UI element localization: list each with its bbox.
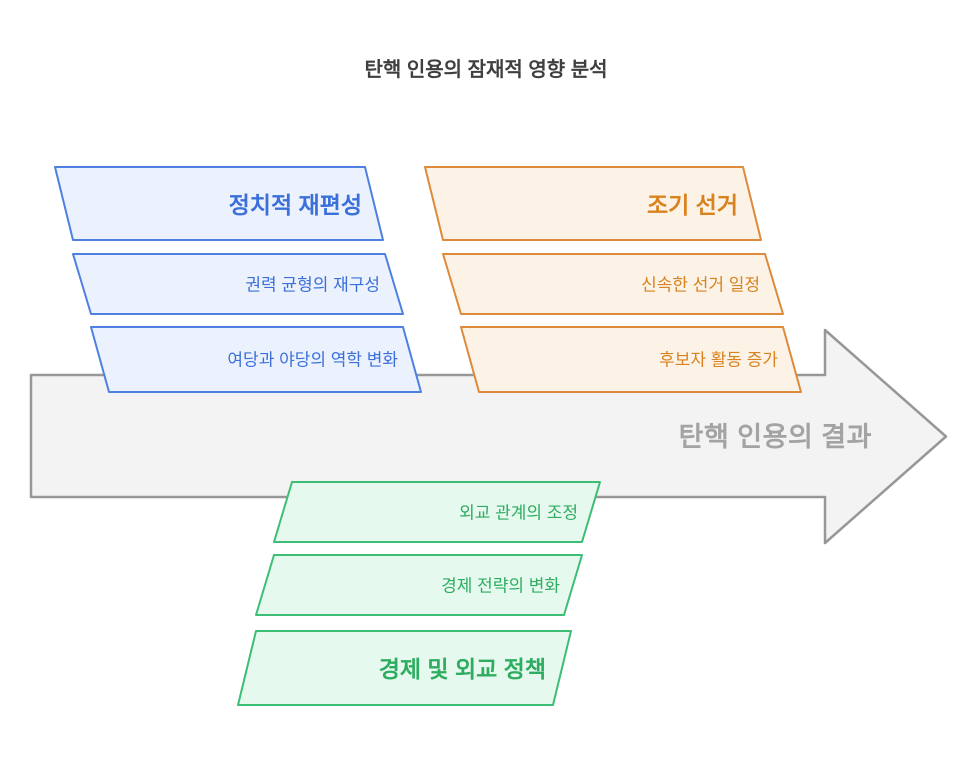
group-early-election: 조기 선거 신속한 선거 일정 후보자 활동 증가 bbox=[424, 166, 802, 393]
economy-item-2-box bbox=[255, 554, 583, 616]
economy-header-label: 경제 및 외교 정책 bbox=[379, 656, 546, 682]
economy-item-1-label: 외교 관계의 조정 bbox=[459, 504, 578, 523]
election-item-1-label: 신속한 선거 일정 bbox=[641, 276, 760, 295]
economy-item-2-label: 경제 전략의 변화 bbox=[441, 577, 560, 596]
economy-header-box bbox=[237, 630, 572, 706]
economy-item-1-box bbox=[273, 481, 601, 543]
political-header-box bbox=[54, 166, 384, 241]
group-economy-diplomacy: 외교 관계의 조정 경제 전략의 변화 경제 및 외교 정책 bbox=[237, 481, 601, 706]
political-item-1-label: 권력 균형의 재구성 bbox=[245, 276, 380, 295]
election-item-2-label: 후보자 활동 증가 bbox=[659, 351, 778, 370]
election-header-label: 조기 선거 bbox=[647, 192, 738, 218]
result-arrow-label: 탄핵 인용의 결과 bbox=[679, 422, 872, 452]
group-political-realignment: 정치적 재편성 권력 균형의 재구성 여당과 야당의 역학 변화 bbox=[54, 166, 422, 393]
election-item-1-box bbox=[442, 253, 784, 315]
election-item-2-box bbox=[460, 326, 802, 393]
political-item-1-box bbox=[72, 253, 404, 315]
political-item-2-label: 여당과 야당의 역학 변화 bbox=[227, 351, 398, 370]
political-item-2-box bbox=[90, 326, 422, 393]
political-header-label: 정치적 재편성 bbox=[229, 192, 362, 218]
election-header-box bbox=[424, 166, 762, 241]
diagram-title: 탄핵 인용의 잠재적 영향 분석 bbox=[364, 58, 607, 81]
